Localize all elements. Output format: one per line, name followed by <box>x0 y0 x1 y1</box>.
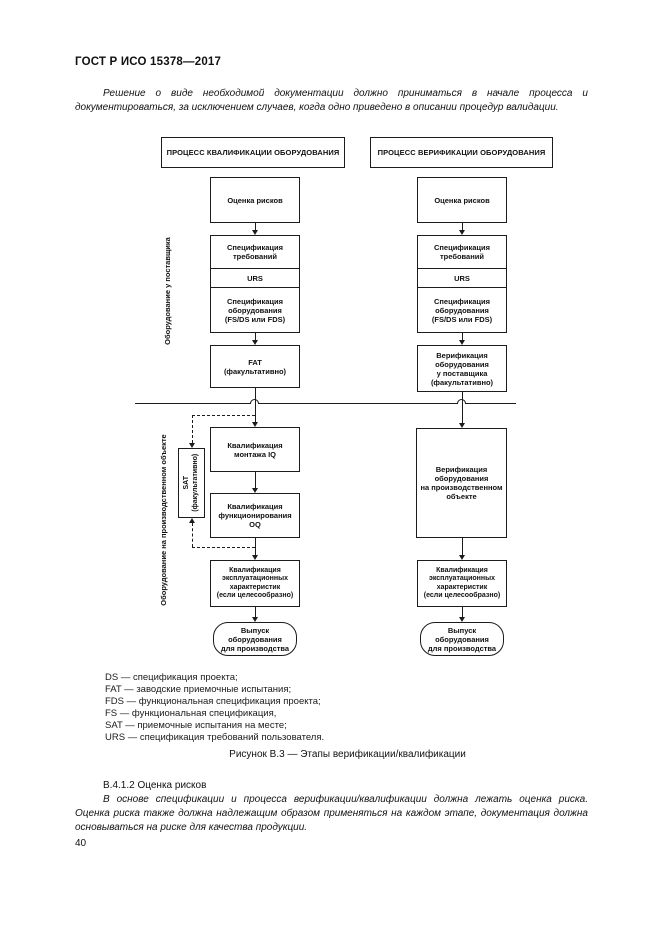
legend-item-fs: FS — функциональная спецификация, <box>105 708 277 719</box>
legend-item-ds: DS — спецификация проекта; <box>105 672 238 683</box>
intro-paragraph: Решение о виде необходимой документации … <box>75 87 588 114</box>
right-release-terminator: Выпуск оборудования для производства <box>420 622 504 656</box>
line-hop-right <box>457 399 466 404</box>
document-title: ГОСТ Р ИСО 15378—2017 <box>75 56 222 68</box>
fat-box: FAT (факультативно) <box>210 345 300 388</box>
oq-box: Квалификация функционирования OQ <box>210 493 300 538</box>
connector-verify-site <box>462 392 463 424</box>
left-release-terminator: Выпуск оборудования для производства <box>213 622 297 656</box>
connector-left-risk-spec <box>255 223 256 231</box>
connector-pq-release-right <box>462 607 463 618</box>
right-urs-cell: URS <box>418 268 506 287</box>
connector-right-risk-spec <box>462 223 463 231</box>
arrowhead <box>252 617 258 622</box>
legend-item-sat: SAT — приемочные испытания на месте; <box>105 720 287 731</box>
sat-dashed-out <box>192 523 193 547</box>
sat-box-label: SAT (факультативно) <box>182 454 199 512</box>
left-spec-requirements-cell: Спецификация требований <box>226 243 284 261</box>
side-label-equipment-at-site: Оборудование на производственном объекте <box>158 434 168 606</box>
right-specification-stack: Спецификация требований URS Спецификация… <box>417 235 507 333</box>
qualification-process-header: ПРОЦЕСС КВАЛИФИКАЦИИ ОБОРУДОВАНИЯ <box>161 137 345 168</box>
left-spec-equipment-cell: Спецификация оборудования (FS/DS или FDS… <box>211 287 299 332</box>
connector-site-pq <box>462 538 463 556</box>
sat-dashed-branch-bottom <box>192 547 255 548</box>
arrowhead <box>459 230 465 235</box>
legend-item-fat: FAT — заводские приемочные испытания; <box>105 684 292 695</box>
arrowhead <box>252 555 258 560</box>
left-specification-stack: Спецификация требований URS Спецификация… <box>210 235 300 333</box>
iq-box: Квалификация монтажа IQ <box>210 427 300 472</box>
arrowhead <box>459 340 465 345</box>
right-spec-equipment-cell: Спецификация оборудования (FS/DS или FDS… <box>418 287 506 332</box>
left-risk-assessment-box: Оценка рисков <box>210 177 300 223</box>
body-paragraph-text: В основе спецификации и процесса верифик… <box>75 794 588 833</box>
body-paragraph: В основе спецификации и процесса верифик… <box>75 793 588 835</box>
left-urs-cell: URS <box>211 268 299 287</box>
verification-at-supplier-box: Верификация оборудования у поставщика (ф… <box>417 345 507 392</box>
page-number: 40 <box>75 838 87 849</box>
figure-caption: Рисунок В.3 — Этапы верификации/квалифик… <box>229 749 466 760</box>
arrowhead <box>252 488 258 493</box>
arrowhead <box>252 422 258 427</box>
abbreviation-legend: DS — спецификация проекта; FAT — заводск… <box>105 672 324 744</box>
connector-fat-iq <box>255 388 256 423</box>
sat-box: SAT (факультативно) <box>178 448 205 518</box>
legend-item-fds: FDS — функциональная спецификация проект… <box>105 696 321 707</box>
arrowhead <box>459 617 465 622</box>
verification-process-header: ПРОЦЕСС ВЕРИФИКАЦИИ ОБОРУДОВАНИЯ <box>370 137 553 168</box>
connector-pq-release-left <box>255 607 256 618</box>
right-risk-assessment-box: Оценка рисков <box>417 177 507 223</box>
arrowhead <box>459 423 465 428</box>
arrowhead <box>189 443 195 448</box>
connector-oq-pq <box>255 538 256 556</box>
arrowhead <box>252 230 258 235</box>
line-hop-left <box>250 399 259 404</box>
connector-left-spec-fat <box>255 333 256 341</box>
side-label-equipment-at-supplier: Оборудование у поставщика <box>162 237 172 345</box>
connector-right-spec-verify <box>462 333 463 341</box>
arrowhead <box>459 555 465 560</box>
intro-paragraph-text: Решение о виде необходимой документации … <box>75 88 588 113</box>
right-spec-requirements-cell: Спецификация требований <box>433 243 491 261</box>
section-heading: В.4.1.2 Оценка рисков <box>103 780 207 791</box>
left-pq-box: Квалификация эксплуатационных характерис… <box>210 560 300 607</box>
sat-dashed-branch-top <box>192 415 255 416</box>
legend-item-urs: URS — спецификация требований пользовате… <box>105 732 325 743</box>
arrowhead <box>189 518 195 523</box>
sat-dashed-in <box>192 415 193 443</box>
verification-at-site-box: Верификация оборудования на производстве… <box>416 428 507 538</box>
right-pq-box: Квалификация эксплуатационных характерис… <box>417 560 507 607</box>
connector-iq-oq <box>255 472 256 489</box>
arrowhead <box>252 340 258 345</box>
section-divider-line <box>135 403 516 404</box>
